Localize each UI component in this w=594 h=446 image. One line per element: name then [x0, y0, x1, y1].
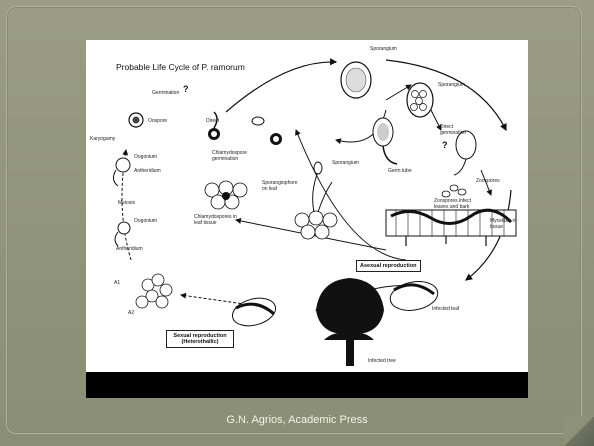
label-sporangium-right: Sporangium — [438, 82, 465, 88]
label-chlamydospores-leaf: Chlamydospores in leaf tissue — [194, 214, 238, 226]
label-oogonium-top: Oogonium — [134, 154, 157, 160]
label-germination: Germination — [152, 90, 179, 96]
label-a2: A2 — [128, 310, 134, 316]
label-antheridium-bottom: Antheridium — [116, 246, 143, 252]
sexual-reproduction-box: Sexual reproduction (Heterothallic) — [166, 330, 234, 348]
label-sporangium-mid: Sporangium — [332, 160, 359, 166]
label-direct: Direct — [206, 118, 219, 124]
label-karyogamy: Karyogamy — [90, 136, 115, 142]
label-zoospores-infect: Zoospores infect leaves and bark — [434, 198, 482, 210]
label-sporangiophore: Sporangiophore on leaf — [262, 180, 302, 192]
label-a1: A1 — [114, 280, 120, 286]
label-antheridium-top: Antheridium — [134, 168, 161, 174]
slide-caption: G.N. Agrios, Academic Press — [0, 414, 594, 426]
label-oospore: Oospore — [148, 118, 167, 124]
label-germ-tube: Germ tube — [388, 168, 412, 174]
label-sporangium-top: Sporangium — [370, 46, 397, 52]
life-cycle-figure: Probable Life Cycle of P. ramorum Germin… — [86, 40, 528, 398]
label-direct-germination: Direct germination — [440, 124, 474, 136]
label-zoospores: Zoospores — [476, 178, 500, 184]
question-mark-icon: ? — [442, 140, 448, 150]
label-infected-tree: Infected tree — [368, 358, 396, 364]
question-mark-icon: ? — [183, 84, 189, 94]
asexual-reproduction-box: Asexual reproduction — [356, 260, 421, 272]
label-mycelium: Mycelium in tissue — [490, 218, 522, 230]
label-oogonium-bottom: Oogonium — [134, 218, 157, 224]
label-infected-leaf: Infected leaf — [432, 306, 459, 312]
figure-title: Probable Life Cycle of P. ramorum — [116, 62, 245, 72]
label-meiosis: Meiosis — [118, 200, 135, 206]
figure-canvas: Probable Life Cycle of P. ramorum Germin… — [86, 40, 528, 372]
label-chlamydospore-germination: Chlamydospore germination — [212, 150, 252, 162]
